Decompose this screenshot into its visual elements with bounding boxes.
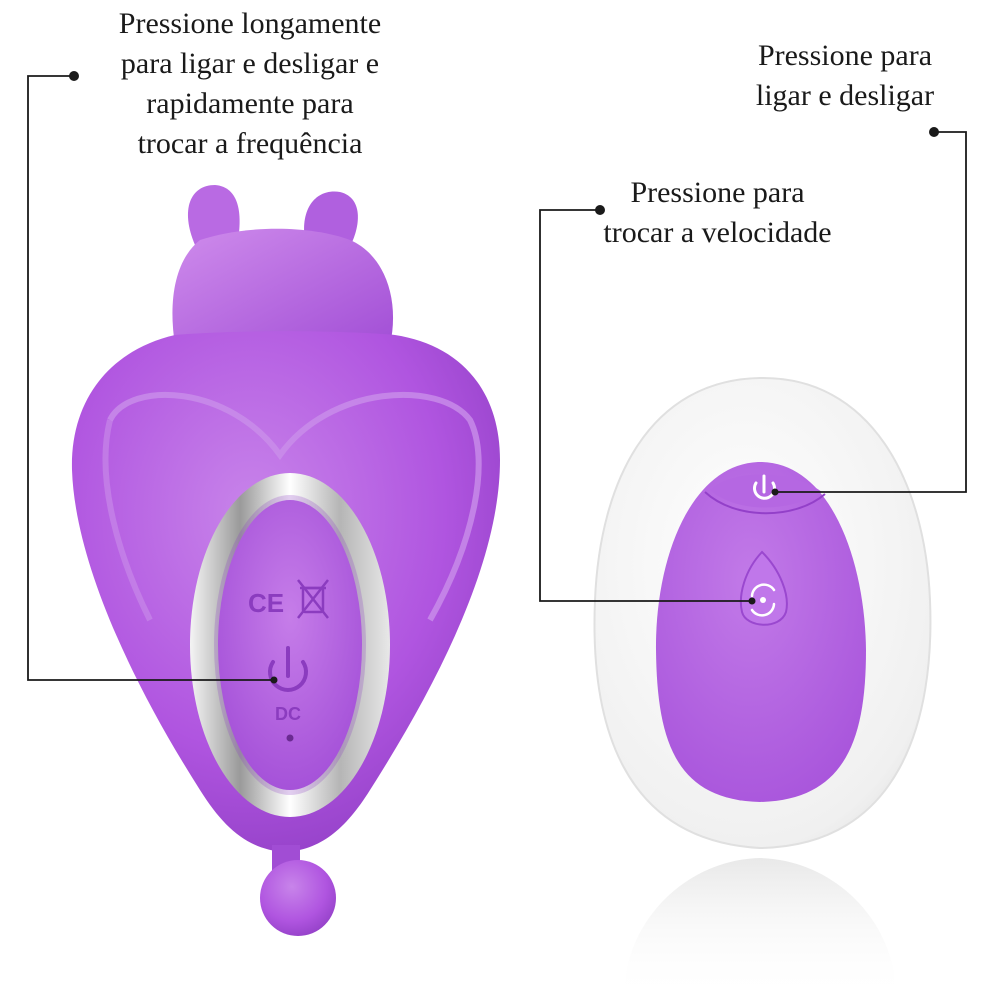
leader-lines <box>27 75 967 681</box>
device-head <box>172 228 394 345</box>
device-heart-ridge <box>107 392 482 622</box>
device-charging-knob <box>260 860 336 936</box>
caption-line: para ligar e desligar e <box>120 47 380 80</box>
leader-line-remote-power <box>775 131 967 493</box>
device-ce-mark: CE <box>248 588 284 618</box>
caption-line: Pressione para <box>757 39 933 72</box>
remote-speed-button[interactable] <box>739 550 788 626</box>
device-dc-label: DC <box>275 704 301 724</box>
cycle-arrows-icon <box>750 583 776 617</box>
caption-line: ligar e desligar <box>755 79 935 112</box>
device-ear-left <box>187 185 240 245</box>
caption-remote-power: Pressione para ligar e desligar <box>730 36 960 116</box>
caption-line: trocar a frequência <box>137 127 363 160</box>
remote-power-button[interactable] <box>710 474 822 508</box>
caption-remote-speed: Pressione para trocar a velocidade <box>575 173 860 253</box>
leader-line-device <box>27 75 274 681</box>
leader-line-remote-speed <box>539 209 752 602</box>
crossed-bin-icon <box>297 579 329 619</box>
remote-button-panel <box>655 461 866 802</box>
remote-reflection <box>624 858 896 1000</box>
caption-line: Pressione para <box>630 176 805 209</box>
caption-line: trocar a velocidade <box>603 216 832 249</box>
caption-line: rapidamente para <box>146 87 354 120</box>
device-power-icon[interactable] <box>268 646 308 692</box>
remote-control <box>593 376 932 1000</box>
device-led-dot <box>286 734 294 742</box>
device-button-panel[interactable] <box>218 500 362 790</box>
leader-dots <box>69 71 939 684</box>
remote-power-icon[interactable] <box>753 474 776 500</box>
caption-device-button: Pressione longamente para ligar e deslig… <box>90 4 410 164</box>
caption-line: Pressione longamente <box>118 7 382 40</box>
vibrator-device <box>71 185 500 936</box>
